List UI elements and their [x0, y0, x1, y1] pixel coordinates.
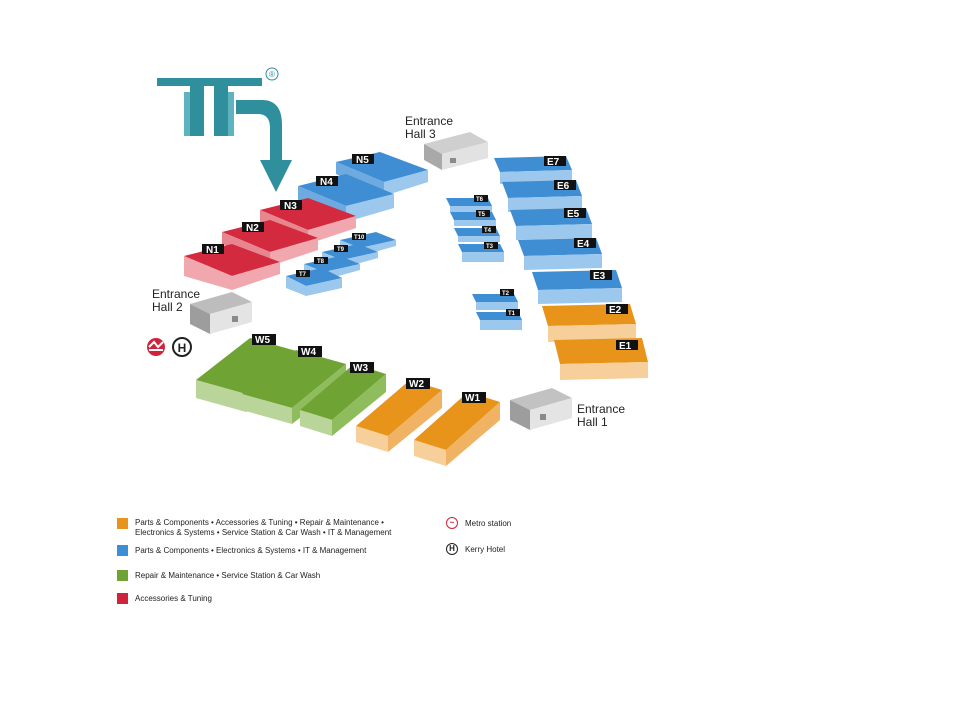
hall-T1-label: T1: [508, 311, 516, 317]
hall-E4-label: E4: [577, 239, 590, 250]
hall-T2-label: T2: [502, 291, 510, 297]
metro-station-icon[interactable]: [147, 338, 165, 356]
hall-E4[interactable]: E4: [518, 238, 602, 270]
hall-E2-label: E2: [609, 305, 622, 316]
hall-E7-label: E7: [547, 157, 560, 168]
hall-W3[interactable]: W3: [300, 362, 386, 436]
svg-text:H: H: [178, 341, 187, 355]
hall-T3-label: T3: [486, 244, 494, 250]
hall-E7[interactable]: E7: [494, 156, 572, 184]
hall-T9-label: T9: [337, 247, 345, 253]
hall-T5-label: T5: [478, 212, 486, 218]
entrance-hall-1-line2: Hall 1: [577, 415, 608, 429]
hall-E6[interactable]: E6: [502, 180, 582, 212]
hall-W2[interactable]: W2: [356, 378, 442, 452]
hall-T10-label: T10: [354, 235, 365, 241]
hall-E1[interactable]: E1: [554, 338, 648, 380]
hall-N3-label: N3: [284, 201, 297, 212]
hall-T6-label: T6: [476, 197, 484, 203]
brand-logo: ®: [157, 67, 292, 192]
hall-W1-label: W1: [465, 393, 480, 404]
registered-mark: ®: [269, 70, 275, 79]
hall-W1[interactable]: W1: [414, 392, 500, 466]
hall-N1[interactable]: N1: [184, 244, 280, 290]
entrance-hall-2-line1: Entrance: [152, 287, 200, 301]
hall-E5[interactable]: E5: [510, 208, 592, 240]
hall-E6-label: E6: [557, 181, 570, 192]
hall-W4-label: W4: [301, 347, 316, 358]
hall-T8-label: T8: [317, 259, 325, 265]
hall-N1-label: N1: [206, 245, 219, 256]
entrance-hall-3-line2: Hall 3: [405, 127, 436, 141]
hall-N5-label: N5: [356, 155, 369, 166]
entrance-hall-1-building[interactable]: [510, 388, 572, 430]
hall-W2-label: W2: [409, 379, 424, 390]
hall-N2-label: N2: [246, 223, 259, 234]
hall-E1-label: E1: [619, 341, 632, 352]
hall-T3[interactable]: T3: [458, 242, 504, 262]
hotel-icon[interactable]: H: [172, 337, 192, 357]
hall-E3[interactable]: E3: [532, 270, 622, 304]
hall-E5-label: E5: [567, 209, 580, 220]
hall-E2[interactable]: E2: [542, 304, 636, 342]
hall-T2[interactable]: T2: [472, 289, 518, 310]
entrance-hall-1-line1: Entrance: [577, 402, 625, 416]
hall-T1[interactable]: T1: [476, 309, 522, 330]
hall-T7[interactable]: T7: [286, 268, 342, 296]
hall-T7-label: T7: [299, 272, 307, 278]
hall-T6[interactable]: T6: [446, 195, 492, 212]
hall-E3-label: E3: [593, 271, 606, 282]
hall-W5-label: W5: [255, 335, 270, 346]
hall-T5[interactable]: T5: [450, 210, 496, 226]
entrance-hall-2-line2: Hall 2: [152, 300, 183, 314]
hall-T4[interactable]: T4: [454, 226, 500, 242]
hall-T4-label: T4: [484, 228, 492, 234]
hall-W3-label: W3: [353, 363, 368, 374]
entrance-hall-3-building[interactable]: [424, 132, 488, 170]
logo-arrow-icon: [236, 100, 292, 192]
hall-N4-label: N4: [320, 177, 333, 188]
entrance-hall-3-line1: Entrance: [405, 114, 453, 128]
entrance-hall-2-building[interactable]: [190, 292, 252, 334]
